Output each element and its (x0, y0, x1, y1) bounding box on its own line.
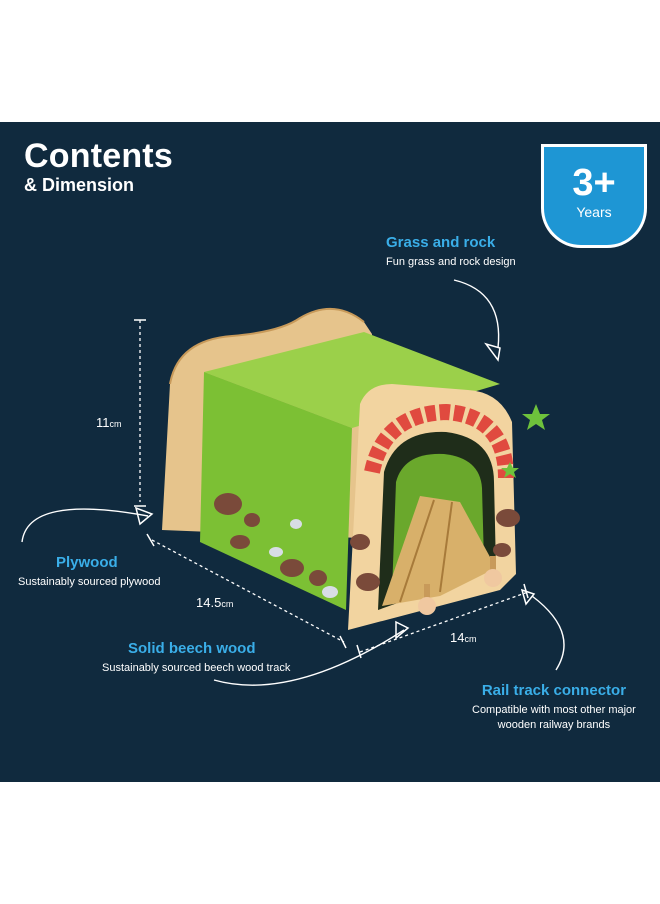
feature-grass-rock: Grass and rock Fun grass and rock design (386, 234, 516, 270)
page-subtitle: & Dimension (24, 175, 135, 195)
callout-arrows (21, 279, 565, 686)
feature-rail-connector: Rail track connector Compatible with mos… (472, 682, 636, 733)
peg-connectors (418, 556, 502, 615)
page-title: Contents (24, 137, 173, 175)
feature-title: Solid beech wood (128, 640, 256, 657)
dimension-value: 11 (96, 415, 110, 430)
tunnel-illustration (21, 279, 565, 686)
rail-track (382, 496, 496, 606)
feature-description: Sustainably sourced plywood (18, 576, 161, 588)
feature-description: Sustainably sourced beech wood track (102, 662, 291, 674)
feature-description-line-1: Compatible with most other major (472, 704, 636, 716)
age-badge: 3+ Years (541, 144, 647, 248)
infographic-panel: Contents & Dimension 3+ Years Grass and … (0, 122, 660, 782)
front-rock-decoration (350, 404, 550, 591)
dimension-width: 14cm (450, 630, 476, 647)
dimension-length: 14.5cm (196, 595, 233, 612)
brick-arch (364, 403, 514, 479)
dimension-unit: cm (109, 419, 122, 429)
dimension-value: 14.5 (196, 595, 222, 610)
dimension-ticks (134, 319, 529, 659)
dimension-unit: cm (464, 634, 477, 644)
dimension-height: 11cm (96, 415, 122, 432)
arrow-heads (134, 342, 536, 640)
feature-title: Plywood (56, 554, 118, 571)
grass-side-wall (200, 372, 352, 610)
rock-decoration (214, 493, 338, 598)
feature-beech-wood: Solid beech wood Sustainably sourced bee… (102, 640, 290, 676)
feature-description-line-2: wooden railway brands (497, 719, 611, 731)
feature-plywood: Plywood Sustainably sourced plywood (18, 554, 160, 590)
age-value: 3+ (572, 162, 616, 204)
feature-description: Fun grass and rock design (386, 256, 516, 268)
dimension-value: 14 (450, 630, 465, 645)
dimension-unit: cm (221, 599, 234, 609)
feature-title: Rail track connector (481, 682, 627, 699)
age-unit: Years (576, 204, 612, 220)
feature-title: Grass and rock (386, 234, 496, 251)
dimension-lines (139, 320, 529, 653)
